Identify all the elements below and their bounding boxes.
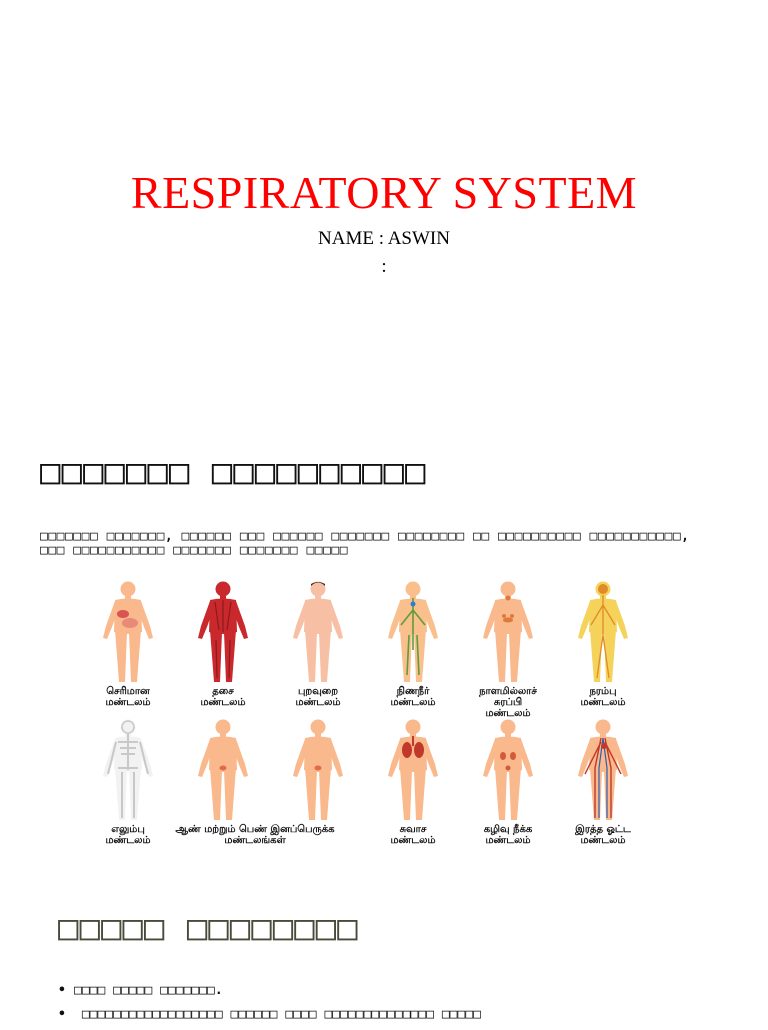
paragraph-line: □□□□□□□ □□□□□□□, □□□□□□ □□□ □□□□□□ □□□□□… (40, 529, 690, 544)
slide-title: RESPIRATORY SYSTEM (130, 167, 638, 218)
paragraph-line: □□□ □□□□□□□□□□□ □□□□□□□ □□□□□□□ □□□□□ (40, 543, 349, 558)
female-figure-icon (293, 719, 343, 820)
system-label-line: நிணநீர் (396, 686, 430, 697)
system-label-line: மண்டலம் (390, 835, 436, 846)
system-label-line: ஆண் மற்றும் பெண் இனப்பெருக்க (175, 824, 335, 835)
lymph-figure-icon (388, 581, 438, 682)
circulatory-figure-icon (578, 719, 628, 820)
system-label: எலும்புமண்டலம் (72, 824, 184, 846)
digestive-figure-icon (103, 581, 153, 682)
system-label-line: தசை (212, 686, 234, 697)
body-system-skin: புறவுறைமண்டலம் (270, 580, 366, 715)
muscle-figure-icon (198, 581, 248, 682)
nervous-figure-icon (578, 581, 628, 682)
skeletal-figure-icon (103, 719, 153, 820)
system-label-line: இரத்த ஓட்ட (575, 824, 631, 835)
system-label-line: மண்டலம் (105, 697, 151, 708)
author-name: NAME : ASWIN (318, 228, 450, 249)
system-label-line: மண்டலம் (485, 708, 531, 719)
subtitle-line: : (381, 256, 387, 277)
intro-paragraph: □□□□□□□ □□□□□□□, □□□□□□ □□□ □□□□□□ □□□□□… (40, 530, 730, 558)
system-label-line: மண்டலம் (295, 697, 341, 708)
body-system-female (270, 718, 366, 853)
system-label-line: மண்டலங்கள் (224, 835, 286, 846)
bullet-text: □□□□□□□□□□□□□□□□□□ □□□□□□ □□□□ □□□□□□□□□… (74, 1007, 481, 1022)
system-label-line: மண்டலம் (200, 697, 246, 708)
system-label-line: மண்டலம் (580, 835, 626, 846)
respiratory-figure-icon (388, 719, 438, 820)
body-system-endocrine: நாளமில்லாச்சுரப்பிமண்டலம் (460, 580, 556, 719)
system-label-line: சுரப்பி (493, 697, 523, 708)
body-system-skeletal: எலும்புமண்டலம் (80, 718, 176, 853)
system-label-line: எலும்பு (111, 824, 145, 835)
system-label-line: மண்டலம் (105, 835, 151, 846)
endocrine-figure-icon (483, 581, 533, 682)
system-label-line: செரிமான (106, 686, 150, 697)
male-figure-icon (198, 719, 248, 820)
system-label-line: நரம்பு (589, 686, 617, 697)
bullet-list: • □□□□ □□□□□ □□□□□□□. • □□□□□□□□□□□□□□□□□… (58, 982, 738, 1030)
system-label-line: நாளமில்லாச் (479, 686, 537, 697)
system-label: புறவுறைமண்டலம் (262, 686, 374, 708)
system-label-line: கழிவு நீக்க (483, 824, 533, 835)
bullet-item: • □□□□ □□□□□ □□□□□□□. (58, 982, 738, 1006)
system-label-line: சுவாச (399, 824, 427, 835)
system-label: நாளமில்லாச்சுரப்பிமண்டலம் (452, 686, 564, 719)
system-label-line: மண்டலம் (580, 697, 626, 708)
body-system-muscle: தசைமண்டலம் (175, 580, 271, 715)
system-label-line: மண்டலம் (485, 835, 531, 846)
skin-figure-icon (293, 581, 343, 682)
bullet-text: □□□□ □□□□□ □□□□□□□. (74, 983, 223, 998)
system-label-line: மண்டலம் (390, 697, 436, 708)
body-system-nervous: நரம்புமண்டலம் (555, 580, 651, 715)
bullet-icon: • (58, 983, 66, 998)
system-label: தசைமண்டலம் (167, 686, 279, 708)
section-heading: □□□□□ □□□□□□□□ (58, 908, 359, 948)
bullet-item: • □□□□□□□□□□□□□□□□□□ □□□□□□ □□□□ □□□□□□□… (58, 1006, 738, 1030)
excretory-figure-icon (483, 719, 533, 820)
bullet-icon: • (58, 1007, 66, 1022)
body-system-lymph: நிணநீர்மண்டலம் (365, 580, 461, 715)
section-heading: □□□□□□□ □□□□□□□□□□ (40, 452, 427, 492)
system-label-line: புறவுறை (297, 686, 339, 697)
system-label: நரம்புமண்டலம் (547, 686, 659, 708)
system-label: நிணநீர்மண்டலம் (357, 686, 469, 708)
